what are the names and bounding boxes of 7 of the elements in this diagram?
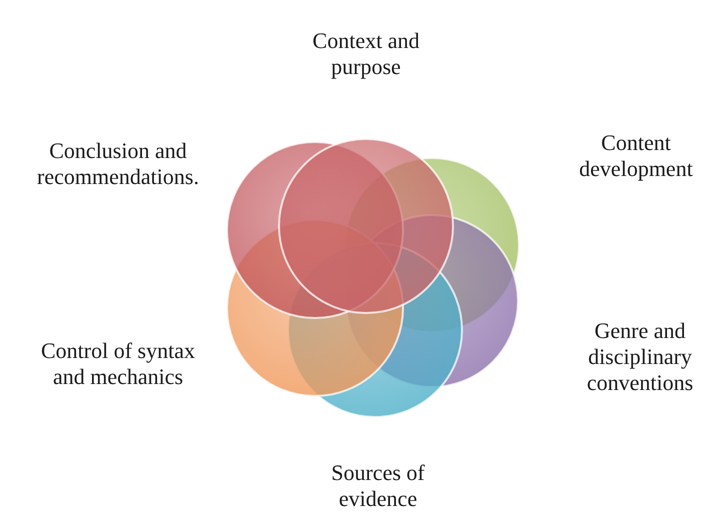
circle-label: Content development — [578, 130, 694, 182]
circle — [278, 138, 454, 314]
circle-label: Context and purpose — [312, 28, 420, 80]
circle-label: Sources of evidence — [330, 460, 426, 512]
circle-label: Control of syntax and mechanics — [40, 338, 196, 390]
circle-label: Conclusion and recommendations. — [36, 138, 200, 190]
circle-label: Genre and disciplinary conventions — [586, 318, 694, 396]
